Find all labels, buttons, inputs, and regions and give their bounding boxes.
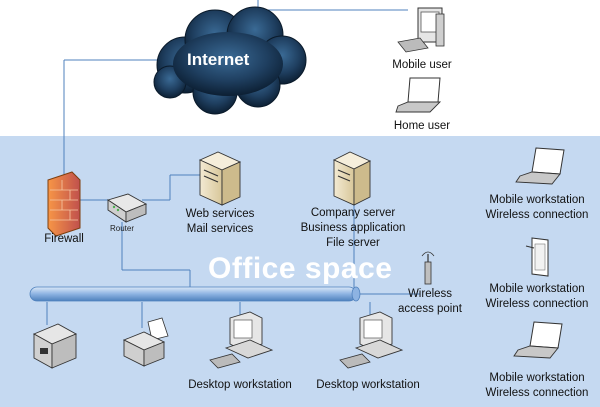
office-space-area [0, 136, 600, 407]
wireless-access-point-icon [421, 251, 435, 285]
web-server-icon [198, 151, 242, 206]
internet-label: Internet [187, 50, 250, 69]
connection-lines [46, 0, 420, 328]
office-space-label: Office space [208, 252, 393, 285]
router-icon [106, 193, 148, 223]
mobile-user-label: Mobile user [392, 59, 452, 71]
desktop-workstation-1-label: Desktop workstation [188, 379, 292, 391]
mobile-workstation-2-label: Mobile workstation Wireless connection [485, 283, 589, 310]
mobile-workstation-1-label: Mobile workstation Wireless connection [485, 194, 589, 221]
printer-2-icon [122, 317, 169, 367]
backbone-bus [29, 286, 361, 302]
desktop-1-computer-icon [209, 311, 274, 369]
mobile-user-computer-icon [397, 7, 445, 53]
mobile-workstation-3-laptop-icon [513, 321, 563, 359]
desktop-workstation-2-label: Desktop workstation [316, 379, 420, 391]
mobile-workstation-3-label: Mobile workstation Wireless connection [485, 372, 589, 399]
company-server-label: Company server Business application File… [300, 207, 406, 249]
desktop-2-computer-icon [339, 311, 404, 369]
internet-cloud [153, 6, 307, 115]
firewall-label: Firewall [44, 233, 84, 245]
company-server-icon [332, 151, 372, 206]
firewall-icon [47, 171, 81, 237]
mobile-workstation-1-laptop-icon [515, 147, 565, 185]
router-label: Router [110, 224, 135, 233]
wireless-access-point-label: Wireless access point [398, 288, 462, 315]
printer-1-icon [32, 323, 78, 369]
home-user-laptop-icon [395, 77, 442, 113]
home-user-label: Home user [393, 120, 451, 132]
mobile-workstation-2-tablet-icon [525, 237, 549, 277]
web-services-label: Web services Mail services [185, 208, 255, 235]
